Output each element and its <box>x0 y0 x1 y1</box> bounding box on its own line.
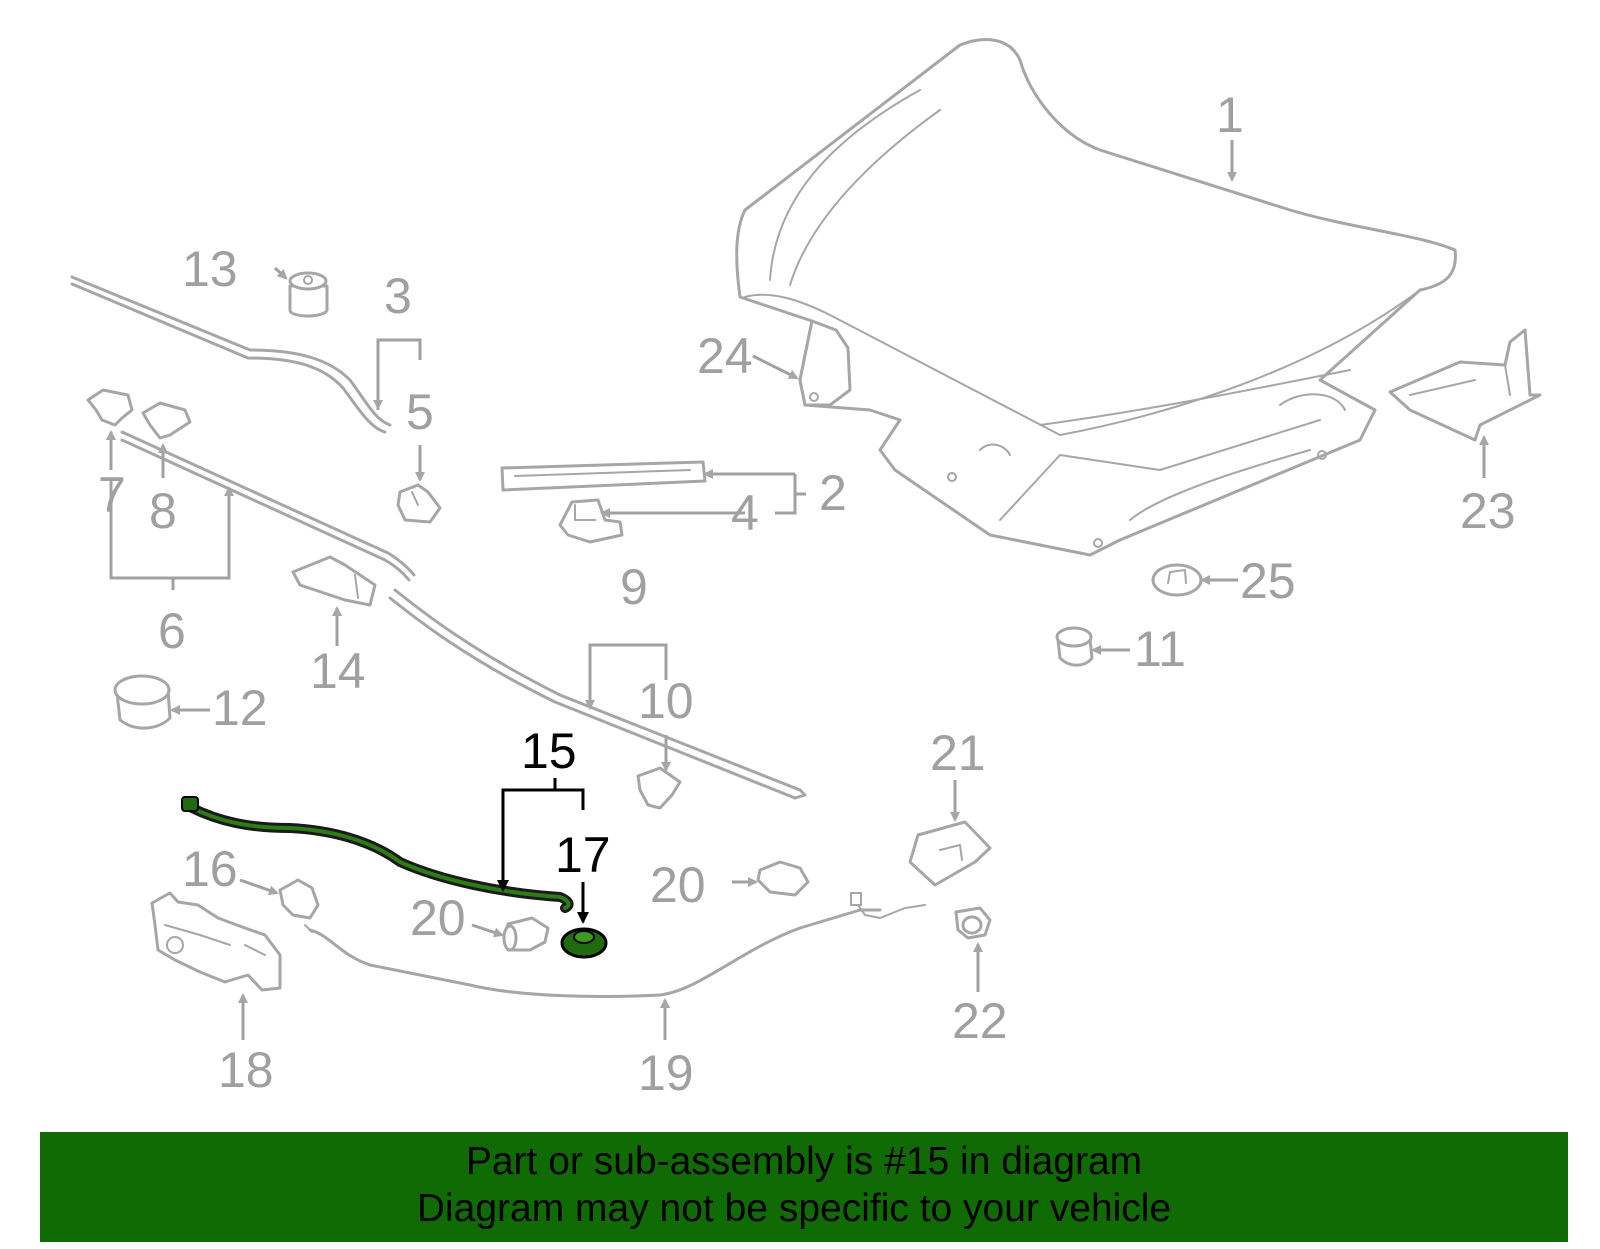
part-10-clip <box>636 766 682 810</box>
part-4-clip <box>558 498 624 544</box>
banner-line-disclaimer: Diagram may not be specific to your vehi… <box>416 1187 1172 1230</box>
callout-20a: 20 <box>410 890 466 946</box>
part-19-cable <box>304 892 926 998</box>
part-11-bumper <box>1055 626 1094 667</box>
callout-5: 5 <box>406 384 434 440</box>
part-25-grommet <box>1151 563 1203 597</box>
callout-16: 16 <box>182 841 238 897</box>
part-3-seal <box>70 275 392 434</box>
callout-6: 6 <box>158 603 186 659</box>
part-8-clip <box>141 401 192 440</box>
part-7-clip <box>86 388 134 427</box>
callout-labels: 1 2 3 4 5 6 7 8 9 10 11 12 13 14 15 16 1… <box>98 87 1516 1101</box>
part-21-latch <box>908 820 992 887</box>
callout-13: 13 <box>182 241 238 297</box>
part-13-bumper <box>288 271 329 318</box>
part-9-seal <box>388 588 807 800</box>
part-20b-clip <box>756 860 810 897</box>
callout-3: 3 <box>384 268 412 324</box>
callout-12: 12 <box>212 680 268 736</box>
callout-17: 17 <box>555 827 611 883</box>
callout-11: 11 <box>1134 621 1186 677</box>
callout-20b: 20 <box>650 857 706 913</box>
part-24-hinge <box>798 319 852 407</box>
callout-19: 19 <box>638 1045 694 1101</box>
callout-1: 1 <box>1216 87 1244 143</box>
part-20a-clip <box>502 916 550 952</box>
callout-18: 18 <box>218 1042 274 1098</box>
part-22-guide <box>954 906 992 940</box>
part-15-support-rod <box>181 796 574 913</box>
part-12-bumper <box>113 674 172 730</box>
callout-9: 9 <box>620 559 648 615</box>
callout-21: 21 <box>930 725 986 781</box>
callout-15: 15 <box>521 723 577 779</box>
part-17-grommet <box>560 927 608 959</box>
callout-25: 25 <box>1240 553 1296 609</box>
callout-14: 14 <box>310 643 366 699</box>
callout-23: 23 <box>1460 483 1516 539</box>
part-5-clip <box>396 483 442 524</box>
callout-10: 10 <box>638 673 694 729</box>
callout-22: 22 <box>952 993 1008 1049</box>
leader-lines <box>106 140 1489 1040</box>
part-2-seal <box>500 460 707 492</box>
part-14-bracket <box>291 555 377 607</box>
part-16-bolt <box>278 878 320 920</box>
banner-line-part: Part or sub-assembly is #15 in diagram <box>465 1140 1143 1183</box>
callout-24: 24 <box>697 328 753 384</box>
info-banner: Part or sub-assembly is #15 in diagram D… <box>40 1132 1568 1242</box>
part-18-lock <box>150 891 282 992</box>
callout-7: 7 <box>98 467 126 523</box>
part-23-hinge <box>1388 328 1542 442</box>
callout-8: 8 <box>149 483 177 539</box>
callout-4: 4 <box>731 485 759 541</box>
callout-2: 2 <box>819 465 847 521</box>
hood-part <box>735 38 1457 557</box>
part-6-seal <box>120 430 416 582</box>
